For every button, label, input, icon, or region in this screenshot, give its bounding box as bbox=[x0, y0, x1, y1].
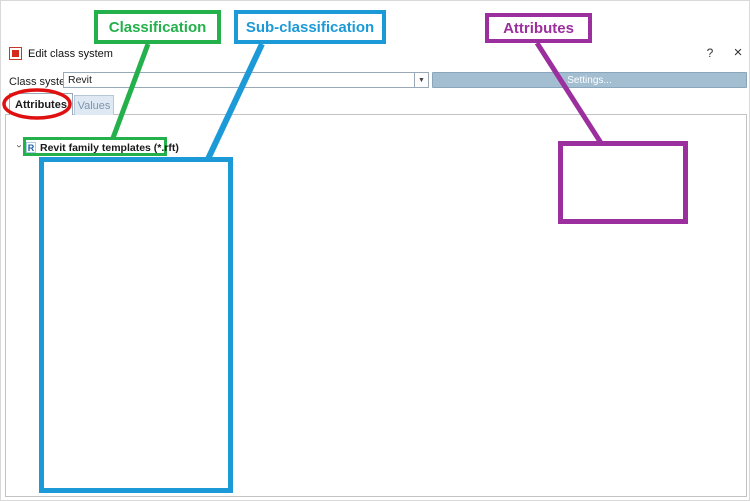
sub-classification-callout: Sub-classification bbox=[234, 10, 386, 44]
app-icon bbox=[9, 47, 22, 60]
class-system-value: Revit bbox=[68, 74, 92, 86]
class-system-label: Class system: bbox=[9, 76, 78, 88]
settings-button[interactable]: Settings... bbox=[432, 72, 747, 88]
tree-root-label: Revit family templates (*.rft) bbox=[40, 141, 179, 154]
class-system-combobox[interactable]: Revit ▼ bbox=[63, 72, 429, 88]
chevron-expanded-icon[interactable]: › bbox=[13, 144, 25, 148]
close-button[interactable]: × bbox=[733, 44, 743, 61]
help-button[interactable]: ? bbox=[706, 46, 714, 60]
attributes-callout: Attributes bbox=[485, 13, 592, 43]
window-title: Edit class system bbox=[28, 48, 113, 60]
classification-callout: Classification bbox=[94, 10, 221, 44]
tree-root-revit-family-templates[interactable]: › R Revit family templates (*.rft) bbox=[13, 140, 179, 155]
tab-values[interactable]: Values bbox=[74, 95, 114, 115]
chevron-down-icon[interactable]: ▼ bbox=[414, 73, 428, 87]
revit-file-icon: R bbox=[26, 142, 36, 153]
tab-content-panel bbox=[5, 114, 747, 497]
tab-attributes[interactable]: Attributes bbox=[9, 93, 73, 115]
